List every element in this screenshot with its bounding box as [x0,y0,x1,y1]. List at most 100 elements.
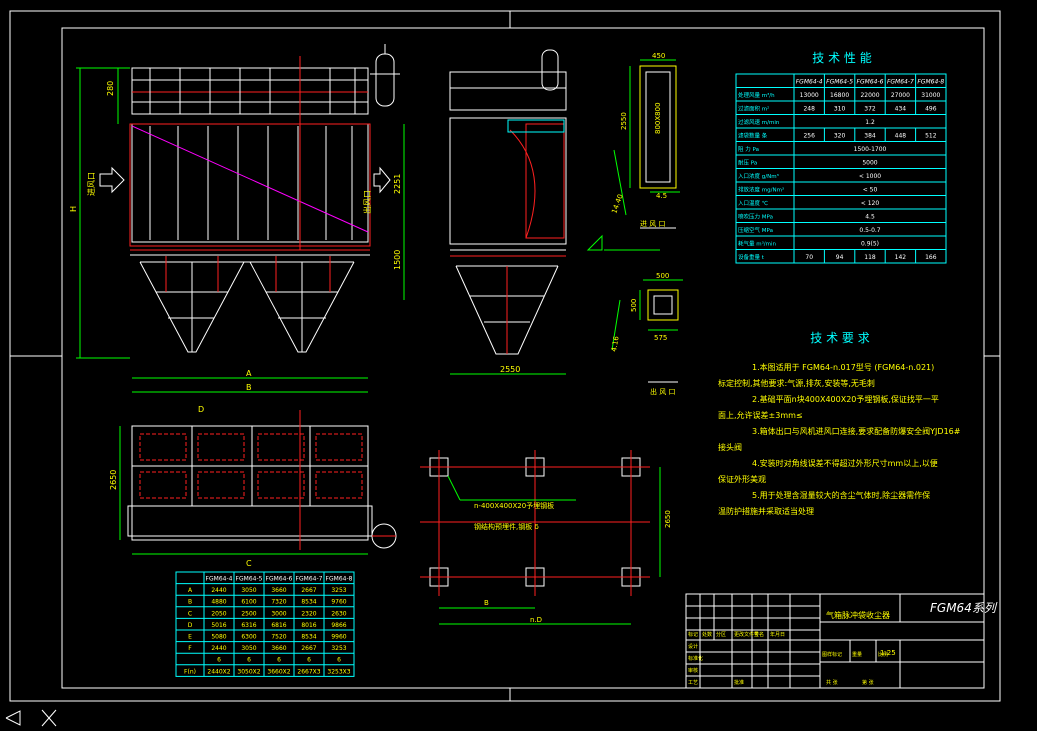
requirement-line: 2.基础平面n块400X400X20予埋钢板,保证找平一平 [752,394,939,404]
requirement-line: 4.安装时对角线误差不得超过外形尺寸mm以上,以便 [752,458,938,468]
perf-value: 13000 [800,92,819,99]
dims-cell: 6 [217,657,221,664]
perf-row-label: 喷吹压力 MPa [738,213,773,221]
perf-row-label: 耐压 Pa [738,159,757,167]
title-block-label: 批准 [734,679,744,686]
front-dim-low: 1500 [393,250,402,270]
title-block-label: 共 张 [826,679,838,686]
detail-top-dim: 450 [652,52,665,60]
detail-lower-left: 4.16 [610,335,621,352]
dims-header: FGM64-8 [326,576,353,583]
perf-row-label: 阻 力 Pa [738,145,759,153]
detail-lower-label: 出 风 口 [650,387,675,396]
dims-cell: D [188,622,193,629]
ucs-icon [5,709,57,727]
perf-value: 256 [803,133,815,140]
dims-cell: 4880 [211,599,226,606]
perf-row-label: 过滤风速 m/min [738,118,780,126]
dims-header: FGM64-7 [296,576,323,583]
perf-model-header: FGM64-5 [826,79,853,86]
dims-cell: 6 [277,657,281,664]
dims-cell: E [188,634,192,641]
perf-value: 1.2 [865,119,875,126]
dims-cell: 3660X2 [267,668,290,675]
detail-inner-dim: 800X800 [654,102,662,134]
perf-row-label: 压缩空气 MPa [738,226,773,234]
dims-cell: 6816 [271,622,286,629]
dims-cell: 3253X3 [327,668,350,675]
requirements-title: 技 术 要 求 [810,331,869,345]
dims-cell: 8016 [301,622,316,629]
title-block [685,593,985,689]
dims-cell: 3660 [271,645,286,652]
dims-cell: 7320 [271,599,286,606]
requirement-line: 3.箱体出口与风机进风口连接,要求配备防爆安全阀YJD16# [752,426,961,436]
title-block-label: 标记 [688,631,698,638]
dims-cell: 9760 [331,599,346,606]
front-elevation-labels: 280 2251 1500 H A B 进风口 出风口 [69,81,402,392]
detail-lower-bot: 575 [654,334,667,342]
requirement-line: 温防护措施并采取适当处理 [718,506,814,516]
dims-cell: 2440 [211,587,226,594]
perf-value: 5000 [862,160,877,167]
plan-view-labels: C D 2650 [109,405,252,568]
title-block-label: 设计 [688,643,698,650]
dims-cell: 2320 [301,610,316,617]
dims-cell: 6 [337,657,341,664]
flange-detail-labels: 450 2550 800X800 14.40 4.5 进 风 口 500 500… [610,52,675,396]
perf-row-label: 滤袋数量 条 [738,132,768,140]
dims-cell: 2667X3 [297,668,320,675]
title-scale: 1:25 [880,649,896,657]
dims-cell: 2630 [331,610,346,617]
foundation-dim-side: 2650 [664,510,672,528]
title-block-label: 年月日 [770,631,785,638]
dims-cell: 2440X2 [207,668,230,675]
title-block-label: 第 张 [862,679,874,686]
perf-value: 434 [895,106,907,113]
dims-cell: 8534 [301,599,316,606]
dims-cell: 5080 [211,634,226,641]
dims-frame [175,571,355,677]
side-elevation-view [449,49,660,375]
perf-value: 512 [925,133,937,140]
perf-row-label: 入口浓度 g/Nm³ [738,172,779,180]
perf-value: 1500-1700 [854,146,887,153]
dims-cell: 2667 [301,645,316,652]
dims-cell: 6 [307,657,311,664]
perf-value: 22000 [860,92,879,99]
detail-diag-dim: 14.40 [610,193,624,215]
dims-cell: 2440 [211,645,226,652]
dims-cell: B [188,599,192,606]
dims-cell: 6316 [241,622,256,629]
dims-header: FGM64-5 [236,576,263,583]
perf-value: 0.5-0.7 [859,227,880,234]
title-block-label: 处数 [702,631,712,638]
dims-cell: 3050X2 [237,668,260,675]
perf-row-label: 耗气量 m³/min [738,240,777,248]
dims-cell: 3253 [331,645,346,652]
plan-view [119,410,397,555]
title-block-label: 分区 [716,631,726,638]
dims-cell: 5016 [211,622,226,629]
perf-value: < 120 [861,200,880,207]
front-dim-top: 280 [106,81,115,96]
detail-lower-side: 500 [630,299,638,312]
perf-value: < 1000 [859,173,881,180]
inlet-label: 进风口 [87,172,96,196]
title-block-label: 工艺 [688,680,698,686]
perf-value: 0.9(5) [861,241,879,248]
front-elevation-view [76,44,405,393]
requirement-line: 接头阀 [718,442,742,452]
foundation-callout: n-400X400X20予埋钢板 [474,501,554,510]
title-block-label: 更改文件号 [734,631,759,638]
title-name: 气箱脉冲袋收尘器 [826,610,890,620]
title-block-label: 审核 [688,667,698,674]
dims-cell: 9866 [331,622,346,629]
dims-cell: 2667 [301,587,316,594]
side-elevation-labels: 2550 [500,365,520,374]
perf-value: 248 [803,106,815,113]
requirement-line: 保证外形美观 [718,474,766,484]
